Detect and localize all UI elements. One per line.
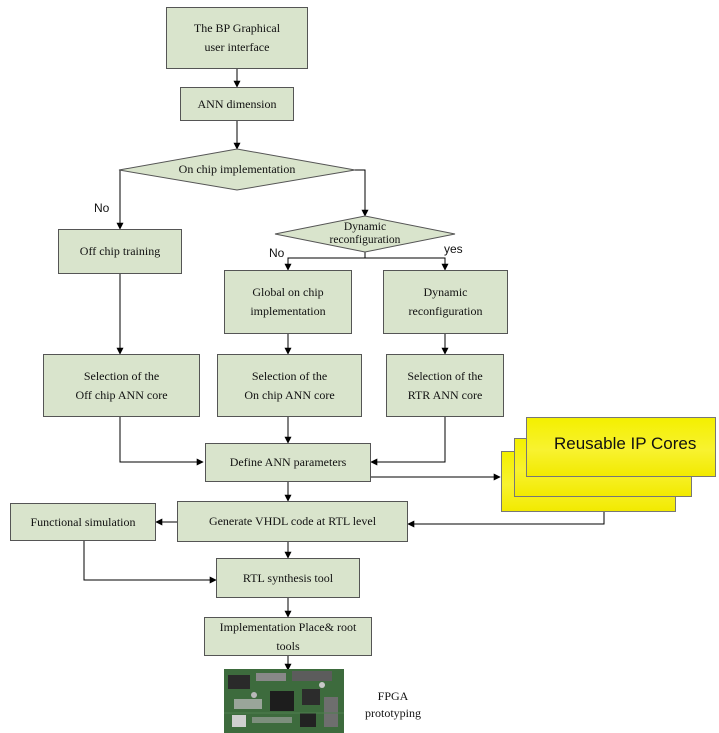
fpga-prototyping-label: FPGA prototyping: [365, 689, 421, 721]
node-generate-vhdl: Generate VHDL code at RTL level: [177, 501, 408, 542]
edge-funcsim-rtl: [83, 541, 217, 584]
ip-card-front: [526, 417, 716, 477]
node-off-chip-training: Off chip training: [58, 229, 182, 274]
node-ann-dimension: ANN dimension: [180, 87, 294, 121]
node-global-on-chip: Global on chip implementation: [224, 270, 352, 334]
node-selection-off-chip: Selection of the Off chip ANN core: [43, 354, 200, 417]
edge-label-yes: yes: [444, 242, 463, 256]
edge-ip-vhdl: [407, 512, 605, 528]
node-rtl-synthesis: RTL synthesis tool: [216, 558, 360, 598]
edge-label-no-mid: No: [269, 246, 285, 260]
decision-dynamic-shape: [274, 215, 456, 253]
fpga-board-icon: [224, 669, 344, 733]
edge-dyn-no: [284, 252, 366, 271]
node-implementation: Implementation Place& root tools: [204, 617, 372, 656]
node-dynamic-reconfiguration: Dynamic reconfiguration: [383, 270, 508, 334]
edge-dyn-yes: [365, 257, 449, 271]
node-define-ann-parameters: Define ANN parameters: [205, 443, 371, 482]
node-bp-gui: The BP Graphical user interface: [166, 7, 308, 69]
edge-label-no-left: No: [94, 201, 110, 215]
decision-on-chip-shape: [118, 148, 356, 191]
node-selection-on-chip: Selection of the On chip ANN core: [217, 354, 362, 417]
decision-dynamic-label: Dynamic reconfiguration: [329, 220, 401, 246]
edge-onchip-yes: [355, 169, 369, 217]
reusable-ip-cores-label: Reusable IP Cores: [554, 434, 697, 453]
node-selection-rtr: Selection of the RTR ANN core: [386, 354, 504, 417]
edge-seloff-define: [119, 417, 204, 466]
edge-selrtr-define: [370, 417, 446, 466]
decision-on-chip-label: On chip implementation: [178, 162, 296, 177]
node-functional-simulation: Functional simulation: [10, 503, 156, 541]
